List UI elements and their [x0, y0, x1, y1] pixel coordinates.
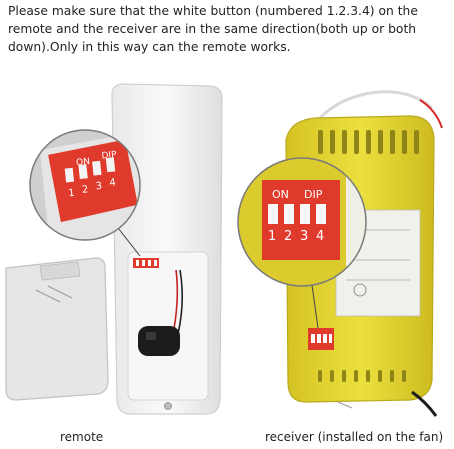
remote-num-3: 3 — [95, 181, 102, 193]
receiver-num-4: 4 — [316, 229, 324, 244]
receiver-dip-switch-3 — [300, 204, 310, 224]
remote-dip-zoom: ON DIP 1 2 3 4 — [29, 129, 141, 241]
remote-body — [111, 83, 223, 415]
dip-switch-3 — [92, 160, 102, 176]
receiver-num-1: 1 — [268, 229, 276, 244]
receiver-dip-label: DIP — [304, 188, 323, 201]
receiver-caption: receiver (installed on the fan) — [265, 430, 444, 444]
receiver-num-3: 3 — [300, 229, 308, 244]
instruction-text: Please make sure that the white button (… — [8, 4, 418, 54]
dip-switch-1 — [64, 167, 75, 183]
remote-num-1: 1 — [68, 188, 75, 200]
remote-num-2: 2 — [81, 184, 88, 196]
product-photo: ON DIP 1 2 3 4 — [5, 83, 443, 417]
receiver-dip-switch-1 — [268, 204, 278, 224]
remote-dip-label: DIP — [101, 150, 118, 162]
remote-on-label: ON — [76, 157, 91, 168]
dip-switch-4 — [105, 157, 116, 173]
receiver-dip-switch-4 — [316, 204, 326, 224]
remote-caption: remote — [60, 430, 104, 444]
receiver-on-label: ON — [272, 188, 289, 201]
dip-switch-2 — [78, 164, 88, 180]
receiver-dip-switch-2 — [284, 204, 294, 224]
battery-cover — [5, 257, 109, 401]
receiver-num-2: 2 — [284, 229, 292, 244]
remote-num-4: 4 — [109, 177, 116, 189]
receiver-dip-zoom: ON DIP 1 2 3 4 — [237, 157, 367, 287]
